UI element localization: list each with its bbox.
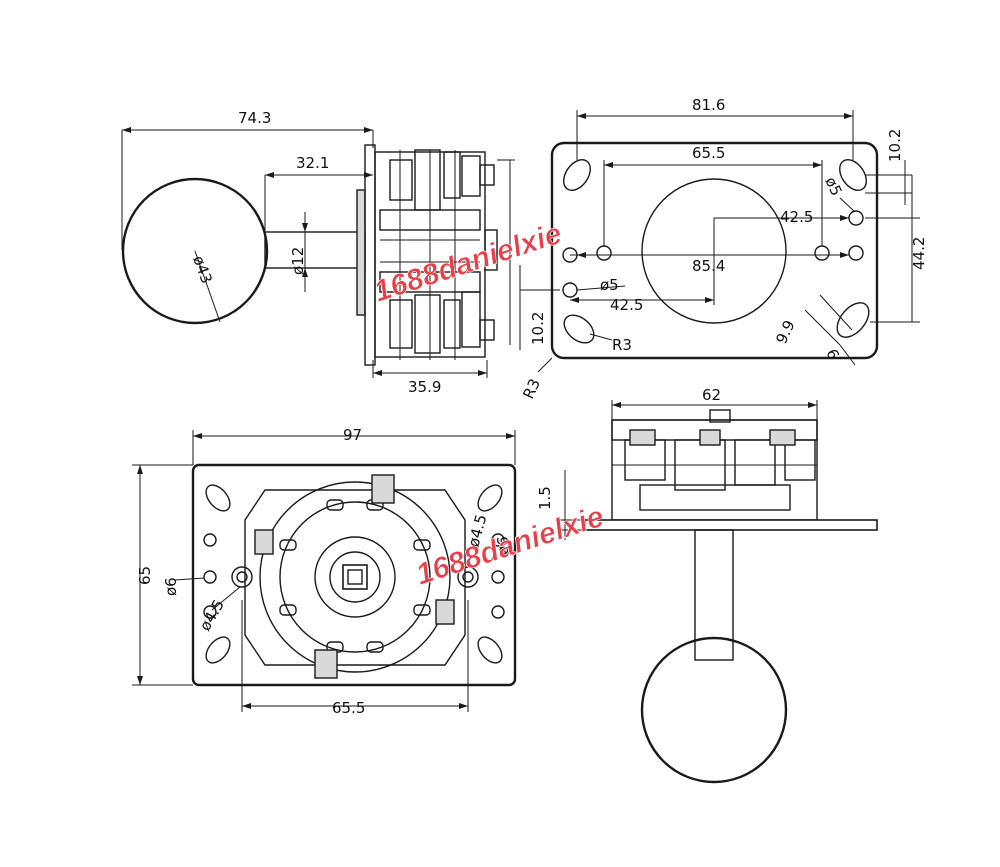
- dim-10-2-top: 10.2: [886, 129, 904, 162]
- watermark-top: 1688danielxie: [370, 217, 566, 309]
- dim-74-3: 74.3: [238, 109, 271, 127]
- dim-97: 97: [343, 426, 362, 444]
- slot-bottom-right: [836, 302, 870, 338]
- watermark-bottom: 1688danielxie: [412, 500, 608, 592]
- dim-9-9: 9.9: [772, 317, 798, 346]
- dim-slot-6: 6: [822, 346, 842, 362]
- front-view: 62 1.5: [536, 386, 878, 784]
- dim-slot-r3: R3: [612, 336, 632, 354]
- side-view: 74.3 32.1 ø12 ø43 35.9: [121, 109, 515, 396]
- housing-internals: [379, 149, 498, 360]
- bottom-view: 97 65 65.5 ø6 ø4.5 ø4.5 ø6: [132, 426, 517, 717]
- dim-mount-left: ø4.5: [196, 596, 228, 634]
- slot-top-right: [839, 159, 867, 191]
- dim-65-5-bottom: 65.5: [332, 699, 365, 717]
- slot-top-left: [563, 159, 591, 191]
- front-shaft: [694, 529, 734, 661]
- front-housing-internals: [611, 409, 818, 511]
- mount-plate-side: [356, 189, 366, 316]
- housing-ring-inner: [314, 536, 396, 618]
- mounting-plate: [550, 141, 879, 360]
- dim-44-2: 44.2: [910, 237, 928, 270]
- center-opening: [641, 178, 787, 324]
- dim-32-1: 32.1: [296, 154, 329, 172]
- hole-4: [814, 245, 830, 261]
- housing-ring-mid: [279, 501, 431, 653]
- dim-35-9: 35.9: [408, 378, 441, 396]
- dim-65: 65: [136, 566, 154, 585]
- dim-85-4: 85.4: [692, 257, 725, 275]
- hole-1: [596, 245, 612, 261]
- dim-corner-r3: R3: [519, 376, 544, 402]
- bottom-plate: [191, 463, 517, 687]
- dim-right-hole: ø6: [494, 536, 512, 555]
- dim-62: 62: [702, 386, 721, 404]
- dim-hole-dia: ø5: [600, 276, 619, 294]
- hole-5: [848, 210, 864, 226]
- dim-side-hole: ø6: [162, 577, 180, 596]
- housing-outline: [244, 489, 466, 666]
- dim-ball-dia: ø43: [189, 253, 216, 286]
- hole-2: [562, 282, 578, 298]
- dim-42-5-upper: 42.5: [780, 208, 813, 226]
- housing-ring-outer: [259, 481, 451, 673]
- housing-plate: [364, 144, 376, 366]
- front-plate: [584, 519, 878, 531]
- dim-10-2-left: 10.2: [529, 312, 547, 345]
- hole-6: [848, 245, 864, 261]
- shaft-square: [342, 564, 368, 590]
- dim-shaft-dia: ø12: [289, 247, 307, 275]
- ball-top: [121, 177, 269, 325]
- slot-bottom-left: [563, 314, 595, 344]
- dim-65-5: 65.5: [692, 144, 725, 162]
- dim-42-5-lower: 42.5: [610, 296, 643, 314]
- shaft: [264, 231, 366, 269]
- ball-front: [640, 636, 788, 784]
- dim-81-6: 81.6: [692, 96, 725, 114]
- top-plate-view: 81.6 65.5 10.2 ø5 42.5 85.4 ø5 42.5 10: [519, 96, 928, 402]
- dim-1-5: 1.5: [536, 486, 554, 510]
